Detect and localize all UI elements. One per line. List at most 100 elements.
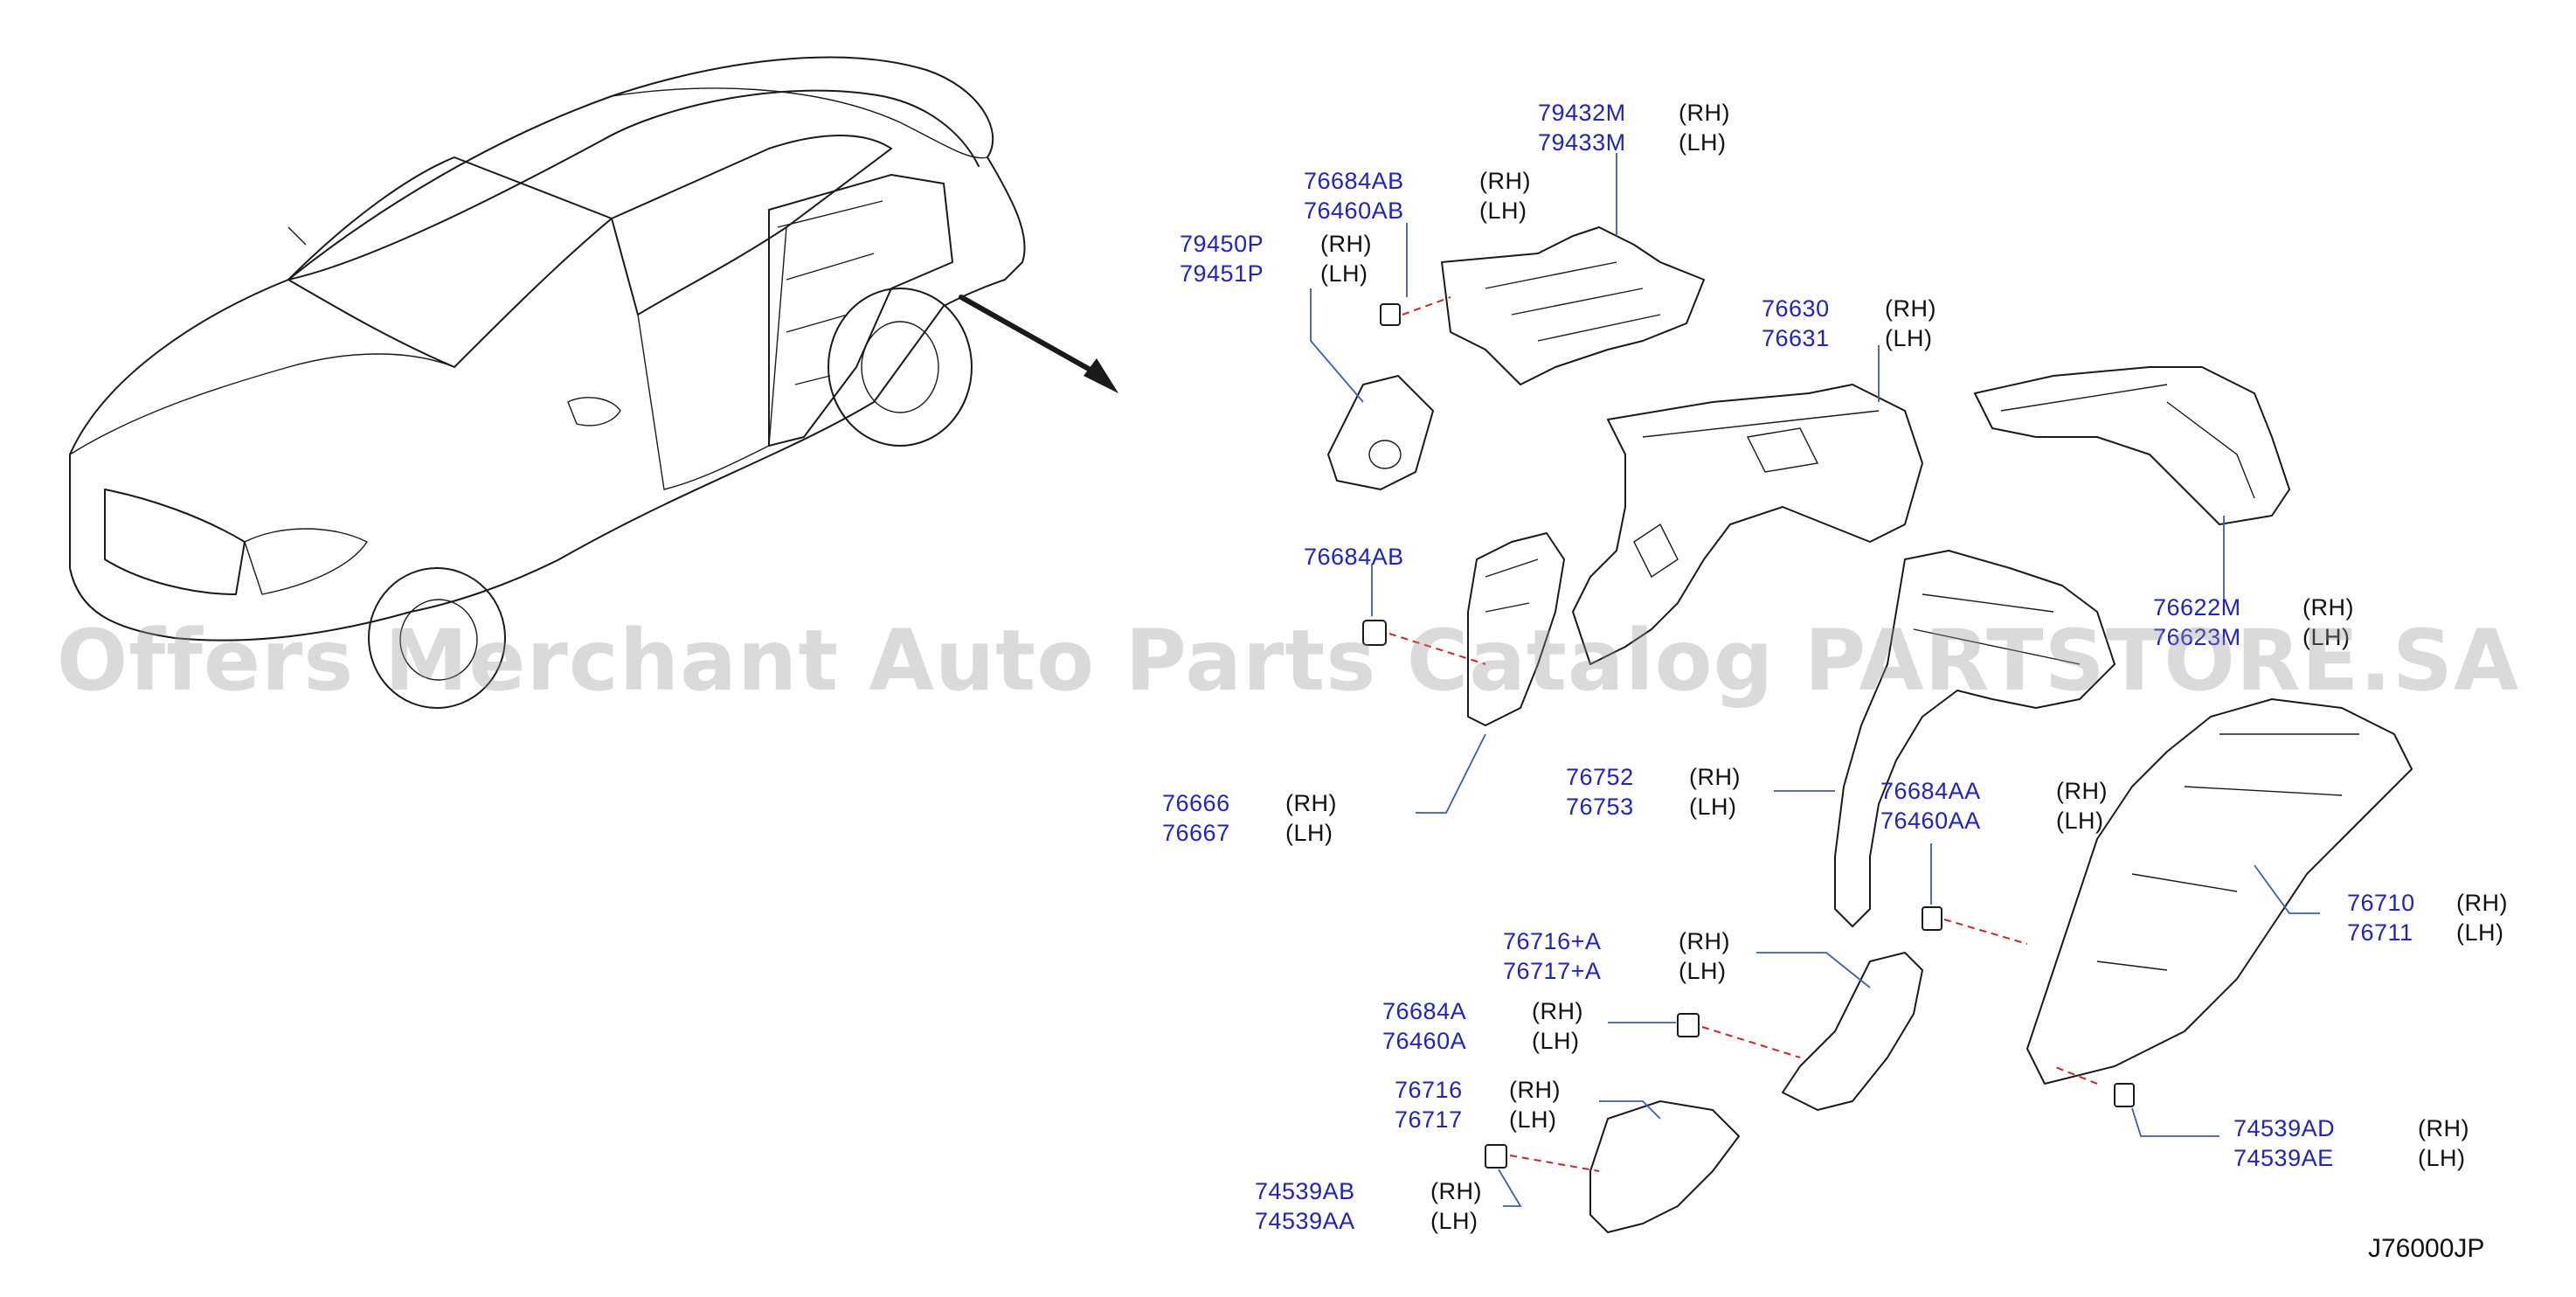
install-lines xyxy=(1388,296,2098,1172)
install-line-6 xyxy=(1509,1155,1600,1172)
part-number[interactable]: 76711 xyxy=(2347,919,2413,946)
side-label: (LH) xyxy=(2456,919,2504,946)
car-rear-inner-detail xyxy=(777,200,883,385)
bolt-74539AD xyxy=(2114,1083,2135,1107)
side-label: (LH) xyxy=(1479,198,1527,224)
car-roof xyxy=(287,89,980,281)
part-number[interactable]: 76622M xyxy=(2153,594,2241,621)
callout-76622M: 76622M 76623M (RH) (LH) xyxy=(2153,593,2354,652)
part-number[interactable]: 76710 xyxy=(2347,890,2415,916)
part-number[interactable]: 74539AB xyxy=(1255,1178,1355,1204)
part-number[interactable]: 76716 xyxy=(1395,1077,1463,1103)
part-number[interactable]: 79451P xyxy=(1180,260,1264,287)
part-number[interactable]: 79450P xyxy=(1180,231,1264,257)
callout-79432M: 79432M 79433M (RH) (LH) xyxy=(1538,98,1730,157)
callout-76684AB: 76684AB xyxy=(1304,542,1404,572)
part-number[interactable]: 74539AE xyxy=(2233,1145,2334,1171)
bolt-76684AA xyxy=(1922,906,1942,931)
part-76666-bracket xyxy=(1467,532,1565,726)
bolt-76684AB-upper xyxy=(1380,303,1401,326)
part-number[interactable]: 76630 xyxy=(1762,295,1830,322)
part-number[interactable]: 74539AA xyxy=(1255,1208,1355,1234)
part-number[interactable]: 79433M xyxy=(1538,129,1626,156)
part-number[interactable]: 76684AB xyxy=(1304,544,1404,570)
part-79432M-bracket xyxy=(1441,226,1705,385)
part-number[interactable]: 76684AA xyxy=(1880,778,1981,804)
side-label: (RH) xyxy=(1532,998,1583,1024)
part-76716A-bracket xyxy=(1782,952,1923,1111)
car-front-wheel xyxy=(368,567,506,709)
callout-74539AB: 74539AB 74539AA (RH) (LH) xyxy=(1255,1176,1482,1236)
part-76710-detail xyxy=(2096,733,2359,971)
car-door-line xyxy=(637,226,787,490)
car-roof-ridge xyxy=(611,87,988,159)
car-front-wheel-hub xyxy=(399,599,478,681)
install-line-2 xyxy=(1388,633,1486,665)
leader-c7 xyxy=(1416,733,1486,814)
install-line-1 xyxy=(1402,296,1451,316)
part-number[interactable]: 76753 xyxy=(1566,794,1634,820)
callout-76684AA: 76684AA 76460AA (RH) (LH) xyxy=(1880,776,2108,836)
part-number[interactable]: 76460A xyxy=(1382,1028,1467,1054)
part-number[interactable]: 76460AA xyxy=(1880,808,1981,834)
install-line-4 xyxy=(1701,1026,1801,1058)
car-illustration xyxy=(69,56,1118,709)
car-windshield xyxy=(287,156,613,368)
part-76716-bracket xyxy=(1589,1100,1740,1233)
side-label: (RH) xyxy=(1285,790,1337,816)
car-arrow-head xyxy=(1084,358,1118,393)
part-number[interactable]: 76752 xyxy=(1566,764,1634,790)
callout-76684A: 76684A 76460A (RH) (LH) xyxy=(1382,996,1583,1056)
part-number[interactable]: 76684A xyxy=(1382,998,1467,1024)
part-number[interactable]: 76717+A xyxy=(1503,958,1602,984)
car-rear-inner-structure xyxy=(768,174,953,447)
part-76710-liner xyxy=(2026,698,2413,1085)
side-label: (RH) xyxy=(1430,1178,1482,1204)
side-label: (RH) xyxy=(1679,928,1730,954)
callout-76716A: 76716+A 76717+A (RH) (LH) xyxy=(1503,926,1730,986)
part-76666-detail xyxy=(1485,558,1539,613)
side-label: (LH) xyxy=(1679,129,1727,156)
leader-c15 xyxy=(1498,1169,1522,1207)
side-label: (RH) xyxy=(1679,100,1730,126)
part-number[interactable]: 74539AD xyxy=(2233,1115,2336,1141)
part-number[interactable]: 76667 xyxy=(1162,820,1230,846)
diagram-code: J76000JP xyxy=(2368,1234,2485,1263)
install-line-5 xyxy=(2053,1065,2098,1085)
side-label: (LH) xyxy=(1679,958,1727,984)
part-number[interactable]: 76460AB xyxy=(1304,198,1404,224)
side-label: (RH) xyxy=(2056,778,2108,804)
side-label: (LH) xyxy=(2056,808,2104,834)
side-label: (LH) xyxy=(2302,624,2351,650)
part-79450P-hole xyxy=(1368,440,1402,469)
part-number[interactable]: 76631 xyxy=(1762,325,1830,351)
side-label: (LH) xyxy=(1885,325,1933,351)
part-number[interactable]: 76666 xyxy=(1162,790,1230,816)
part-79432M-detail xyxy=(1485,261,1661,342)
part-number[interactable]: 76623M xyxy=(2153,624,2241,650)
part-number[interactable]: 76717 xyxy=(1395,1106,1463,1133)
part-number[interactable]: 79432M xyxy=(1538,100,1626,126)
leader-lines xyxy=(1310,153,2320,1207)
side-label: (LH) xyxy=(1532,1028,1580,1054)
side-label: (LH) xyxy=(1430,1208,1478,1234)
bolt-74539AB xyxy=(1485,1144,1507,1169)
part-number[interactable]: 76684AB xyxy=(1304,168,1404,194)
part-76630-detail xyxy=(1633,410,1880,579)
car-mirror xyxy=(567,397,621,427)
leader-c13 xyxy=(1599,1100,1661,1120)
bolts xyxy=(1362,303,2135,1169)
leader-c14 xyxy=(2131,1107,2219,1137)
leader-c10 xyxy=(2254,864,2320,914)
side-label: (RH) xyxy=(2302,594,2354,621)
car-hood xyxy=(69,353,455,455)
part-number[interactable]: 76716+A xyxy=(1503,928,1602,954)
